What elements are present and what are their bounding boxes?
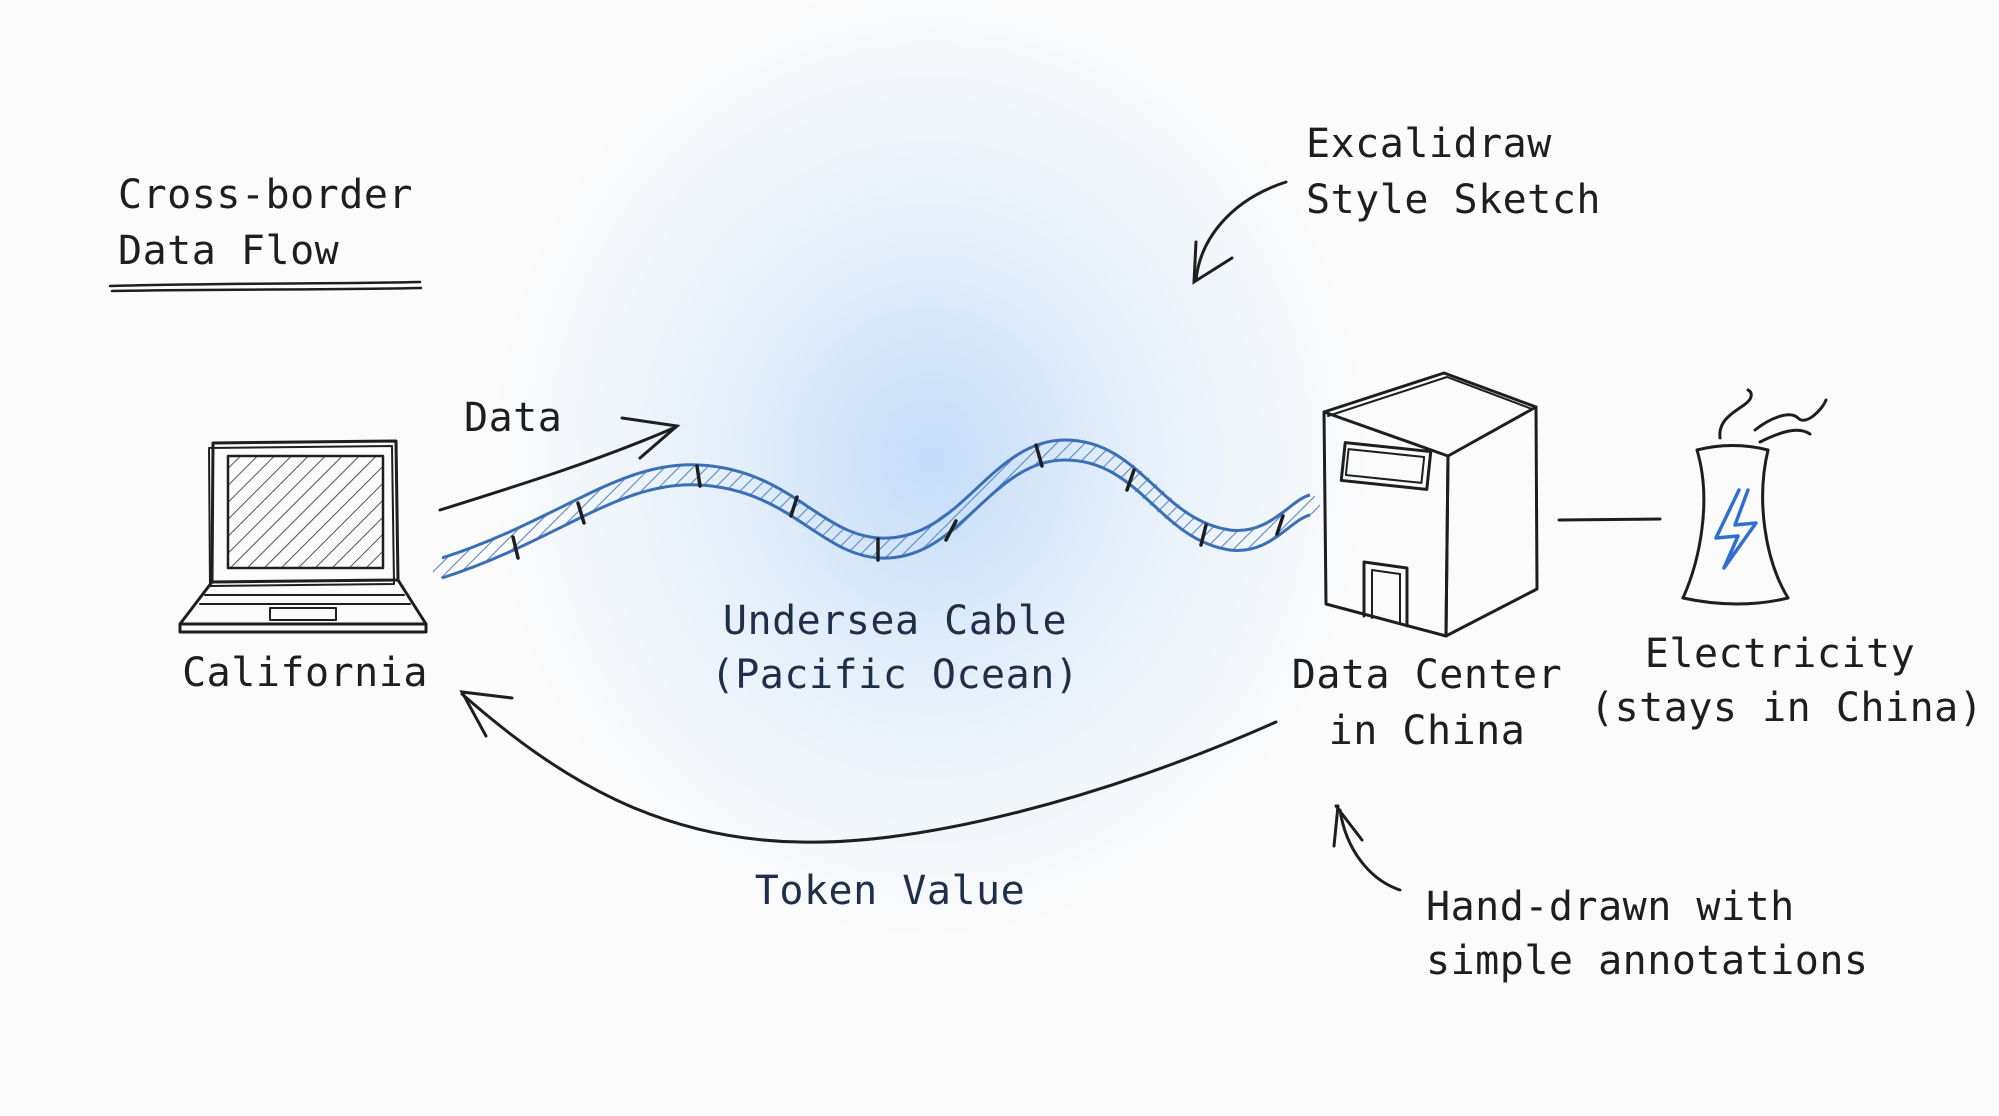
data-arrow: [438, 416, 681, 512]
laptop-icon: [178, 439, 428, 634]
cable-label: Undersea Cable (Pacific Ocean): [710, 598, 1080, 698]
california-label: California: [182, 650, 428, 696]
data-center-label: Data Center in China: [1291, 652, 1563, 754]
title-underline: [108, 280, 423, 293]
style-note-arrow: [1192, 180, 1288, 285]
annotation-label: Hand-drawn with simple annotations: [1426, 884, 1869, 984]
lightning-bolt-icon: [1714, 488, 1758, 570]
diagram-title: Cross-border Data Flow: [118, 172, 413, 274]
token-value-label: Token Value: [754, 868, 1026, 914]
power-connector-line: [1557, 517, 1662, 522]
style-note-label: Excalidraw Style Sketch: [1306, 121, 1601, 223]
electricity-label: Electricity (stays in China): [1590, 631, 1984, 731]
power-plant-icon: [1681, 388, 1828, 606]
data-arrow-label: Data: [464, 395, 563, 441]
undersea-cable: [432, 438, 1320, 580]
token-value-arrow: [459, 690, 1278, 844]
annotation-arrow: [1332, 804, 1402, 892]
building-icon: [1322, 371, 1539, 638]
